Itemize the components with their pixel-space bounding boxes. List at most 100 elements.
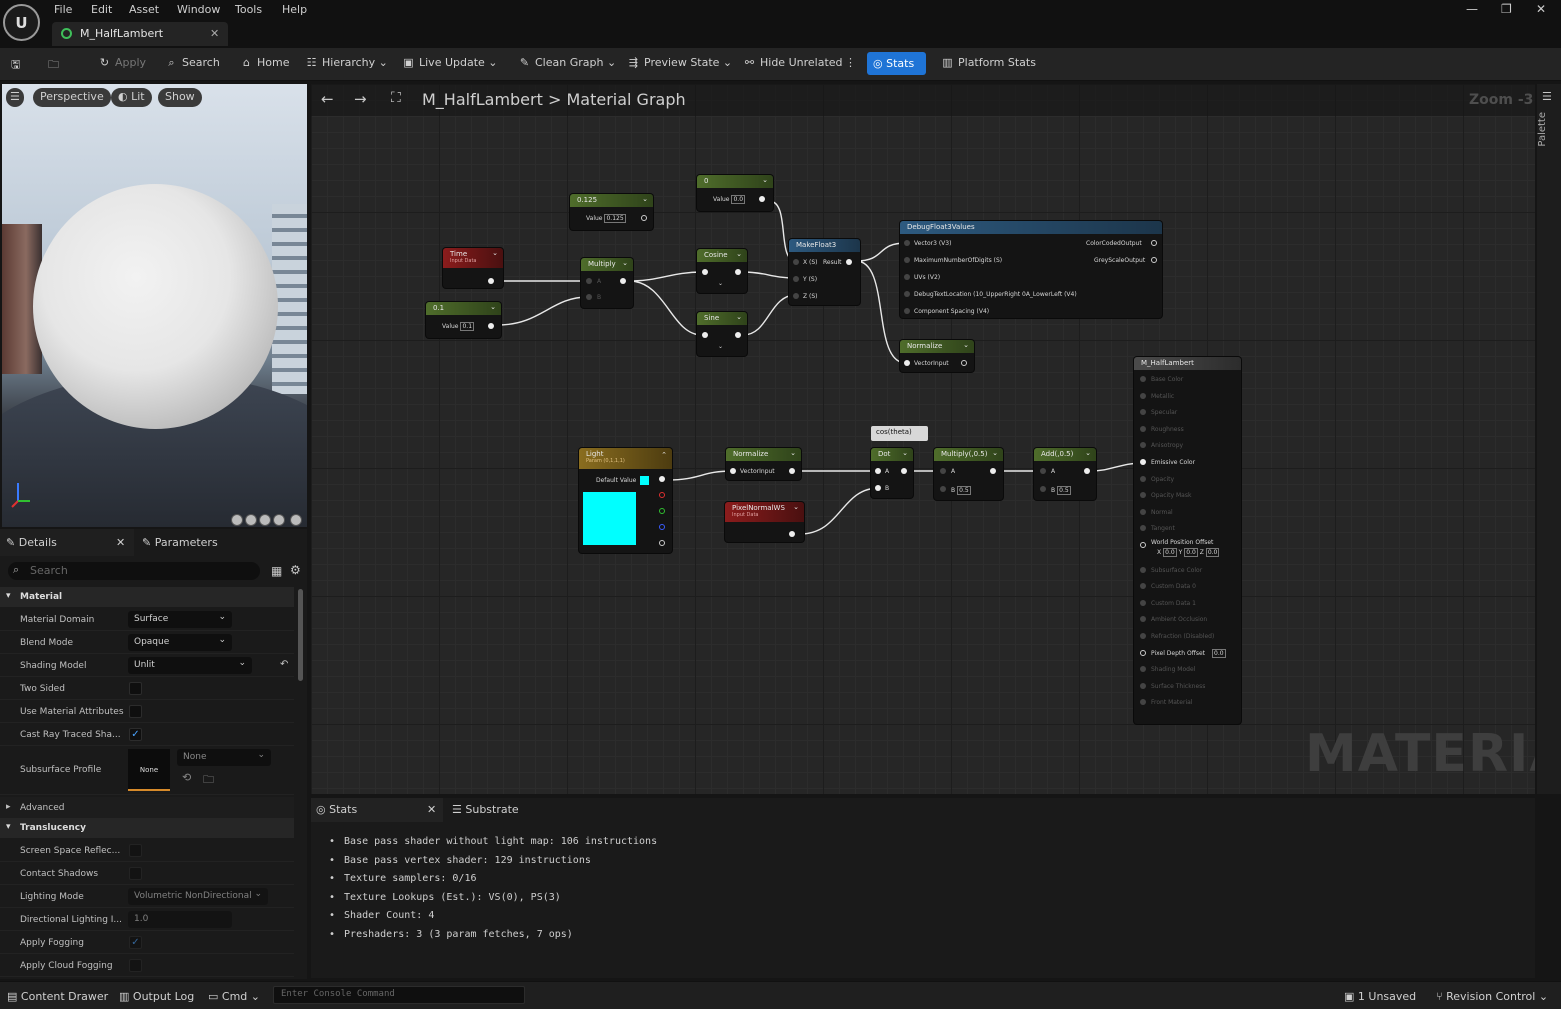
pdo-value-field[interactable]: 0.0 — [1212, 648, 1226, 658]
stats-toggle-button[interactable]: ◎ Stats — [867, 52, 926, 75]
palette-tab-label[interactable]: Palette — [1537, 112, 1548, 147]
node-makefloat3[interactable]: MakeFloat3 X (S) Result Y (S) Z (S) — [789, 239, 860, 305]
directional-lighting-input[interactable]: 1.0 — [128, 911, 232, 928]
menu-asset[interactable]: Asset — [129, 3, 160, 16]
input-pin-b[interactable] — [875, 485, 881, 491]
result-input-pin[interactable] — [1140, 566, 1146, 573]
section-material[interactable]: ▾Material — [0, 587, 294, 607]
node-sine[interactable]: Sine⌄ ⌄ — [697, 312, 747, 356]
section-translucency[interactable]: ▾Translucency — [0, 818, 294, 838]
input-pin-uvs[interactable] — [904, 274, 910, 280]
input-pin-b[interactable] — [586, 294, 592, 300]
palette-sidebar[interactable]: ☰ — [1537, 84, 1561, 794]
preview-state-button[interactable]: ⇶Preview State ⌄ — [626, 56, 732, 69]
table-view-icon[interactable]: ▦ — [271, 564, 283, 578]
cube-preview-icon[interactable] — [273, 514, 285, 526]
result-input-pin[interactable] — [1140, 599, 1146, 606]
result-input-pin[interactable] — [1140, 616, 1146, 623]
result-input-pin[interactable] — [1140, 583, 1146, 590]
node-value-field[interactable]: 0.1 — [460, 322, 475, 331]
input-pin-y[interactable] — [793, 276, 799, 282]
output-pin[interactable] — [735, 332, 741, 338]
result-input-pin[interactable] — [1140, 442, 1146, 449]
default-value-color-swatch[interactable] — [640, 476, 649, 485]
details-search-input[interactable]: ⌕ Search — [8, 562, 260, 580]
output-pin[interactable] — [961, 360, 967, 366]
input-pin[interactable] — [904, 360, 910, 366]
node-debugfloat3values[interactable]: DebugFloat3Values Vector3 (V3) MaximumNu… — [900, 221, 1162, 318]
result-input-pin[interactable] — [1140, 649, 1146, 656]
section-advanced[interactable]: ▸Advanced — [0, 797, 294, 819]
input-pin-b[interactable] — [1040, 486, 1046, 492]
apply-button[interactable]: ↻Apply — [97, 56, 146, 69]
node-normalize-top[interactable]: Normalize⌄ VectorInput — [900, 340, 974, 372]
forward-arrow-icon[interactable]: → — [354, 90, 367, 108]
input-pin-a[interactable] — [1040, 468, 1046, 474]
console-command-input[interactable]: Enter Console Command — [273, 986, 525, 1004]
output-pin-g[interactable] — [659, 508, 665, 514]
apply-cloud-fogging-checkbox[interactable] — [129, 959, 142, 972]
ssr-checkbox[interactable] — [129, 844, 142, 857]
tab-stats[interactable]: ◎ Stats ✕ — [311, 798, 443, 822]
more-options-icon[interactable]: ⋮ — [845, 56, 856, 69]
live-update-button[interactable]: ▣Live Update ⌄ — [401, 56, 497, 69]
plane-preview-icon[interactable] — [259, 514, 271, 526]
input-pin-debug-text-location[interactable] — [904, 291, 910, 297]
search-button[interactable]: ⌕Search — [164, 56, 219, 70]
palette-menu-icon[interactable]: ☰ — [1542, 90, 1552, 103]
result-input-pin[interactable] — [1140, 633, 1146, 639]
result-input-pin[interactable] — [1140, 699, 1146, 706]
revision-control-button[interactable]: ⑂ Revision Control ⌄ — [1436, 990, 1549, 1003]
viewport-menu-icon[interactable]: ☰ — [6, 88, 24, 107]
close-tab-icon[interactable]: ✕ — [210, 27, 220, 40]
output-pin-rgb[interactable] — [659, 476, 665, 482]
perspective-button[interactable]: Perspective — [33, 88, 111, 107]
output-pin[interactable] — [789, 468, 795, 474]
input-pin-component-spacing[interactable] — [904, 308, 910, 314]
output-pin[interactable] — [901, 468, 907, 474]
output-log-button[interactable]: ▥ Output Log — [119, 990, 195, 1003]
save-icon[interactable]: 🖫 — [11, 58, 21, 71]
settings-gear-icon[interactable]: ⚙ — [290, 563, 301, 577]
material-domain-dropdown[interactable]: Surface⌄ — [128, 611, 232, 628]
unsaved-button[interactable]: ▣ 1 Unsaved — [1344, 990, 1417, 1003]
node-dot[interactable]: Dot⌄ A B — [871, 448, 913, 498]
subsurface-profile-dropdown[interactable]: None⌄ — [177, 749, 271, 766]
use-material-attributes-checkbox[interactable] — [129, 705, 142, 718]
browse-icon[interactable]: 🗀 — [48, 58, 59, 71]
result-input-pin[interactable] — [1140, 475, 1146, 482]
apply-fogging-checkbox[interactable]: ✓ — [129, 936, 142, 949]
result-input-pin[interactable] — [1140, 682, 1146, 689]
node-cosine[interactable]: Cosine⌄ ⌄ — [697, 249, 747, 293]
input-pin-x[interactable] — [793, 259, 799, 265]
output-pin[interactable] — [759, 196, 765, 202]
two-sided-checkbox[interactable] — [129, 682, 142, 695]
breadcrumb-leaf[interactable]: Material Graph — [566, 90, 686, 109]
output-pin-greyscale[interactable] — [1151, 257, 1157, 263]
node-multiply[interactable]: Multiply⌄ A B — [581, 258, 633, 308]
expand-chevron-icon[interactable]: ⌄ — [718, 343, 724, 350]
input-pin-a[interactable] — [586, 278, 592, 284]
material-graph-canvas[interactable]: ← → ⛶ M_HalfLambert > Material Graph Zoo… — [311, 84, 1535, 794]
result-input-pin[interactable] — [1140, 392, 1146, 399]
node-value-field[interactable]: 0.125 — [604, 214, 626, 223]
input-pin-z[interactable] — [793, 293, 799, 299]
output-pin[interactable] — [990, 468, 996, 474]
home-button[interactable]: ⌂Home — [239, 56, 289, 69]
shading-model-dropdown[interactable]: Unlit⌄ — [128, 657, 252, 674]
output-pin-color-coded[interactable] — [1151, 240, 1157, 246]
output-pin[interactable] — [641, 215, 647, 221]
output-pin[interactable] — [735, 269, 741, 275]
cast-ray-traced-checkbox[interactable]: ✓ — [129, 728, 142, 741]
custom-mesh-preview-icon[interactable] — [290, 514, 302, 526]
preview-viewport[interactable]: ☰ Perspective ◐ Lit Show — [2, 84, 307, 527]
b-value-field[interactable]: 0.5 — [1057, 486, 1071, 495]
browse-asset-icon[interactable]: 🗀 — [203, 773, 214, 786]
result-input-pin[interactable] — [1140, 542, 1146, 548]
